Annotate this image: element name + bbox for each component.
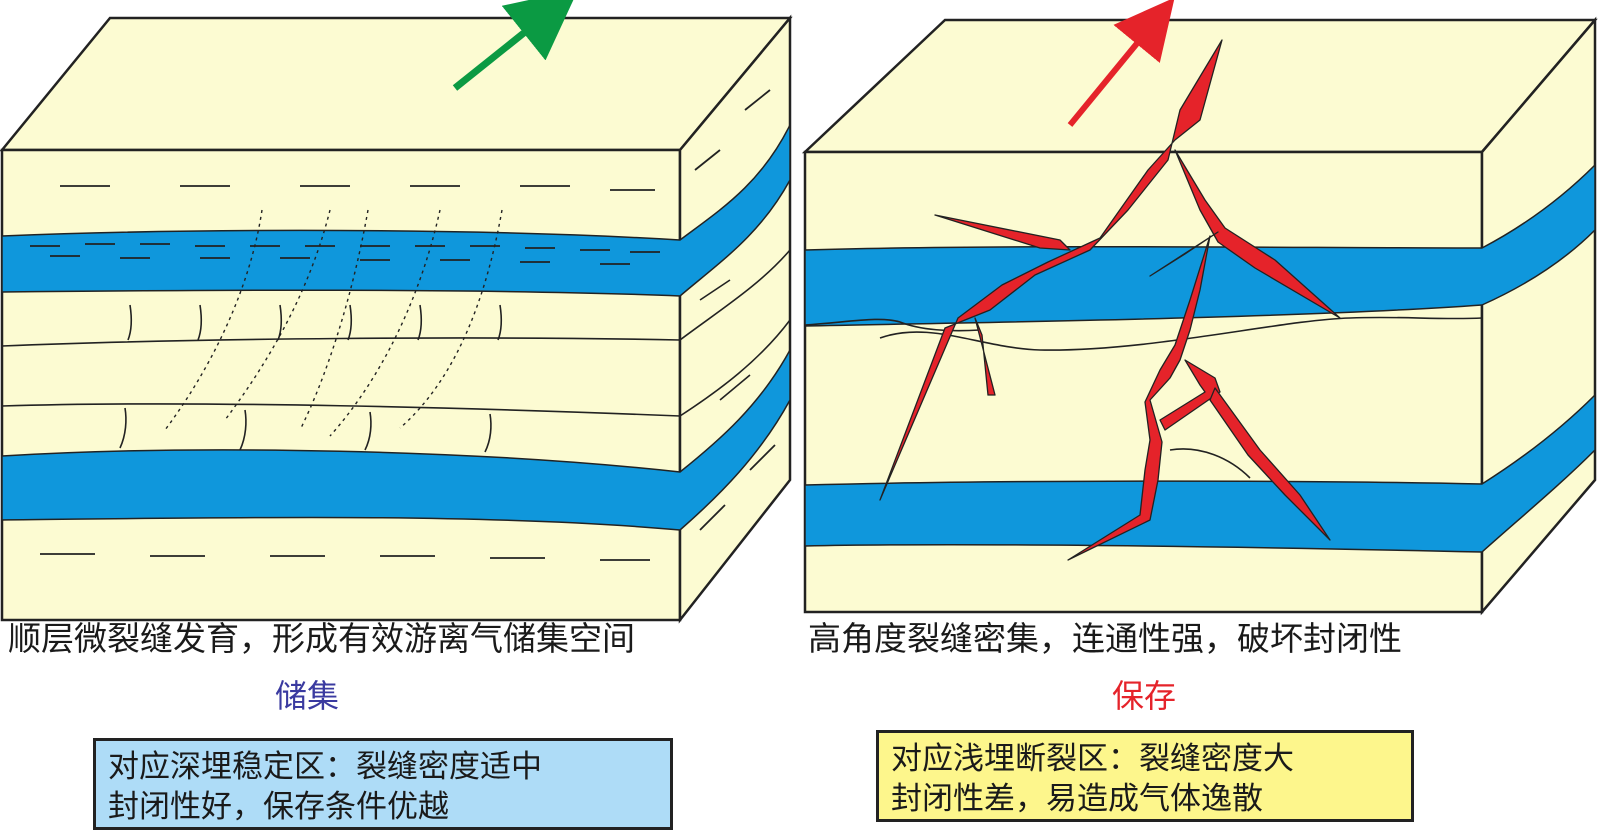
right-note-line-2: 封闭性差，易造成气体逸散 <box>891 781 1263 817</box>
left-micro-fractures <box>119 279 751 453</box>
left-block-diagram <box>0 0 793 624</box>
right-note-line-1: 对应浅埋断裂区：裂缝密度大 <box>891 741 1294 777</box>
red-arrow-icon <box>1067 0 1175 127</box>
red-fracture-network <box>879 39 1341 561</box>
left-lower-blue-layer <box>1 349 791 531</box>
left-note-line-1: 对应深埋稳定区：裂缝密度适中 <box>108 749 542 785</box>
right-caption: 高角度裂缝密集，连通性强，破坏封闭性 <box>808 619 1402 658</box>
left-bedding-lines <box>1 249 791 417</box>
left-caption: 顺层微裂缝发育，形成有效游离气储集空间 <box>8 619 635 658</box>
left-block-front-face <box>0 148 682 622</box>
left-label-storage: 储集 <box>275 677 340 715</box>
right-label-preservation: 保存 <box>1112 677 1177 715</box>
left-note-line-2: 封闭性好，保存条件优越 <box>108 789 449 825</box>
left-dash-marks <box>30 89 776 561</box>
green-arrow-icon <box>452 0 579 91</box>
left-block-top-face <box>0 16 793 152</box>
left-note-box: 对应深埋稳定区：裂缝密度适中 封闭性好，保存条件优越 <box>93 738 673 830</box>
right-block-diagram <box>801 0 1598 616</box>
right-note-box: 对应浅埋断裂区：裂缝密度大 封闭性差，易造成气体逸散 <box>876 730 1414 822</box>
left-upper-blue-layer <box>1 124 791 297</box>
left-dotted-fractures <box>164 209 503 437</box>
right-lower-blue-layer <box>804 393 1596 553</box>
